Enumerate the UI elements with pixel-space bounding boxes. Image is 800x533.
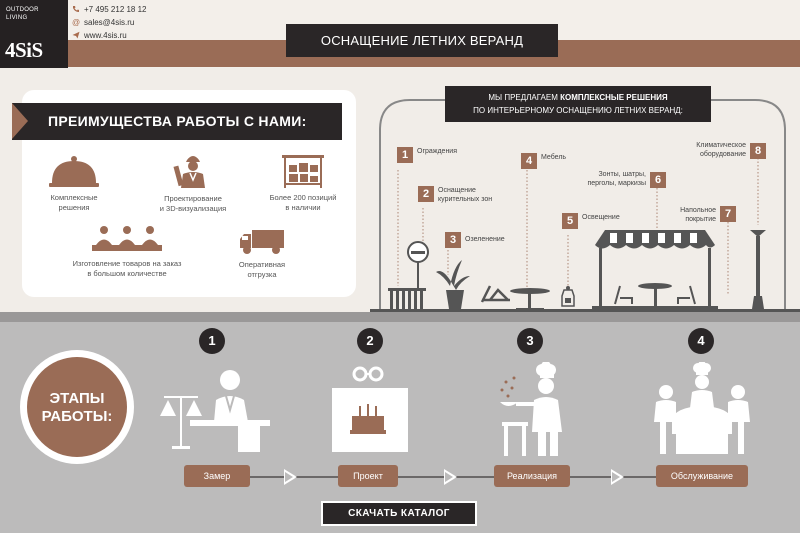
advantage-line2: отгрузка [247, 270, 277, 279]
stages-timeline [187, 476, 747, 478]
site-link[interactable]: www.4sis.ru [84, 31, 127, 40]
stage-arrow-icon [611, 469, 624, 485]
engineer-icon [173, 156, 205, 188]
cloche-icon [49, 156, 99, 187]
advantage-line1: Проектирование [164, 194, 222, 203]
scales-manager-icon [160, 370, 270, 452]
offer-box: МЫ ПРЕДЛАГАЕМ КОМПЛЕКСНЫЕ РЕШЕНИЯ ПО ИНТ… [445, 86, 711, 122]
advantage-line2: в большом количестве [87, 269, 167, 278]
veranda-number-7: 7 [720, 206, 736, 222]
advantage-line1: Оперативная [238, 260, 286, 269]
offer-line2: ПО ИНТЕРЬЕРНОМУ ОСНАЩЕНИЮ ЛЕТНИХ ВЕРАНД: [473, 106, 683, 115]
download-catalog-button[interactable]: СКАЧАТЬ КАТАЛОГ [321, 501, 477, 526]
veranda-number-4: 4 [521, 153, 537, 169]
email-row: @ sales@4sis.ru [72, 16, 147, 29]
phone-text[interactable]: +7 495 212 18 12 [84, 5, 147, 14]
logo-tagline-2: LIVING [6, 15, 28, 21]
advantage-line2: в наличии [285, 203, 321, 212]
veranda-number-3: 3 [445, 232, 461, 248]
advantage-line1: Комплексные [50, 193, 98, 202]
stage-number-2: 2 [357, 328, 383, 354]
stages-title: ЭТАПЫ РАБОТЫ: [27, 357, 127, 457]
paper-plane-icon [72, 31, 80, 41]
veranda-number-1: 1 [397, 147, 413, 163]
workers-icon [92, 226, 162, 251]
advantage-line2: решения [58, 203, 90, 212]
veranda-label-3: Озеленение [465, 236, 505, 243]
advantage-line1: Изготовление товаров на заказ [72, 259, 182, 268]
phone-row: +7 495 212 18 12 [72, 3, 147, 16]
offer-bold: КОМПЛЕКСНЫЕ РЕШЕНИЯ [560, 93, 668, 102]
phone-icon [72, 5, 80, 15]
at-icon: @ [72, 18, 81, 27]
logo-text: 4SiS [5, 38, 43, 62]
dining-icon [654, 362, 750, 454]
truck-icon [240, 230, 284, 254]
veranda-number-8: 8 [750, 143, 766, 159]
offer-line1: МЫ ПРЕДЛАГАЕМ КОМПЛЕКСНЫЕ РЕШЕНИЯ [488, 93, 668, 102]
chef-icon [500, 362, 562, 456]
advantage-item: Комплексные решения [34, 155, 114, 213]
logo[interactable]: OUTDOOR LIVING 4SiS [0, 0, 68, 68]
advantage-item: Изготовление товаров на заказ в большом … [62, 225, 192, 279]
stages-title-line2: РАБОТЫ: [41, 408, 113, 425]
stage-label-2[interactable]: Проект [338, 465, 398, 487]
logo-tagline-1: OUTDOOR [6, 7, 39, 13]
stage-label-1[interactable]: Замер [184, 465, 250, 487]
veranda-label-1: Ограждения [417, 148, 458, 155]
warehouse-icon [282, 155, 324, 188]
advantage-item: Проектирование и 3D-визуализация [148, 152, 238, 214]
site-row: www.4sis.ru [72, 29, 147, 42]
advantage-item: Оперативная отгрузка [222, 228, 302, 280]
veranda-illustration [370, 99, 800, 312]
stage-label-3[interactable]: Реализация [494, 465, 570, 487]
project-cake-icon [332, 366, 408, 452]
stage-arrow-icon [284, 469, 297, 485]
stage-arrow-icon [444, 469, 457, 485]
advantage-line2: и 3D-визуализация [159, 204, 227, 213]
advantages-title: ПРЕИМУЩЕСТВА РАБОТЫ С НАМИ: [12, 103, 342, 140]
veranda-number-6: 6 [650, 172, 666, 188]
veranda-label-6: Зонты, шатры,перголы, маркизы [587, 171, 646, 187]
page-title: ОСНАЩЕНИЕ ЛЕТНИХ ВЕРАНД [286, 24, 558, 57]
advantage-line1: Более 200 позиций [269, 193, 337, 202]
advantages-title-arrow [12, 103, 28, 139]
veranda-number-5: 5 [562, 213, 578, 229]
stage-number-1: 1 [199, 328, 225, 354]
stage-number-3: 3 [517, 328, 543, 354]
stages-title-line1: ЭТАПЫ [49, 390, 105, 407]
stages-top-strip [0, 312, 800, 322]
advantage-item: Более 200 позиций в наличии [258, 153, 348, 213]
veranda-number-2: 2 [418, 186, 434, 202]
veranda-label-5: Освещение [582, 214, 620, 221]
stage-number-4: 4 [688, 328, 714, 354]
veranda-label-4: Мебель [541, 154, 567, 161]
email-link[interactable]: sales@4sis.ru [84, 18, 135, 27]
stage-label-4[interactable]: Обслуживание [656, 465, 748, 487]
contacts: +7 495 212 18 12 @ sales@4sis.ru www.4si… [72, 3, 147, 42]
